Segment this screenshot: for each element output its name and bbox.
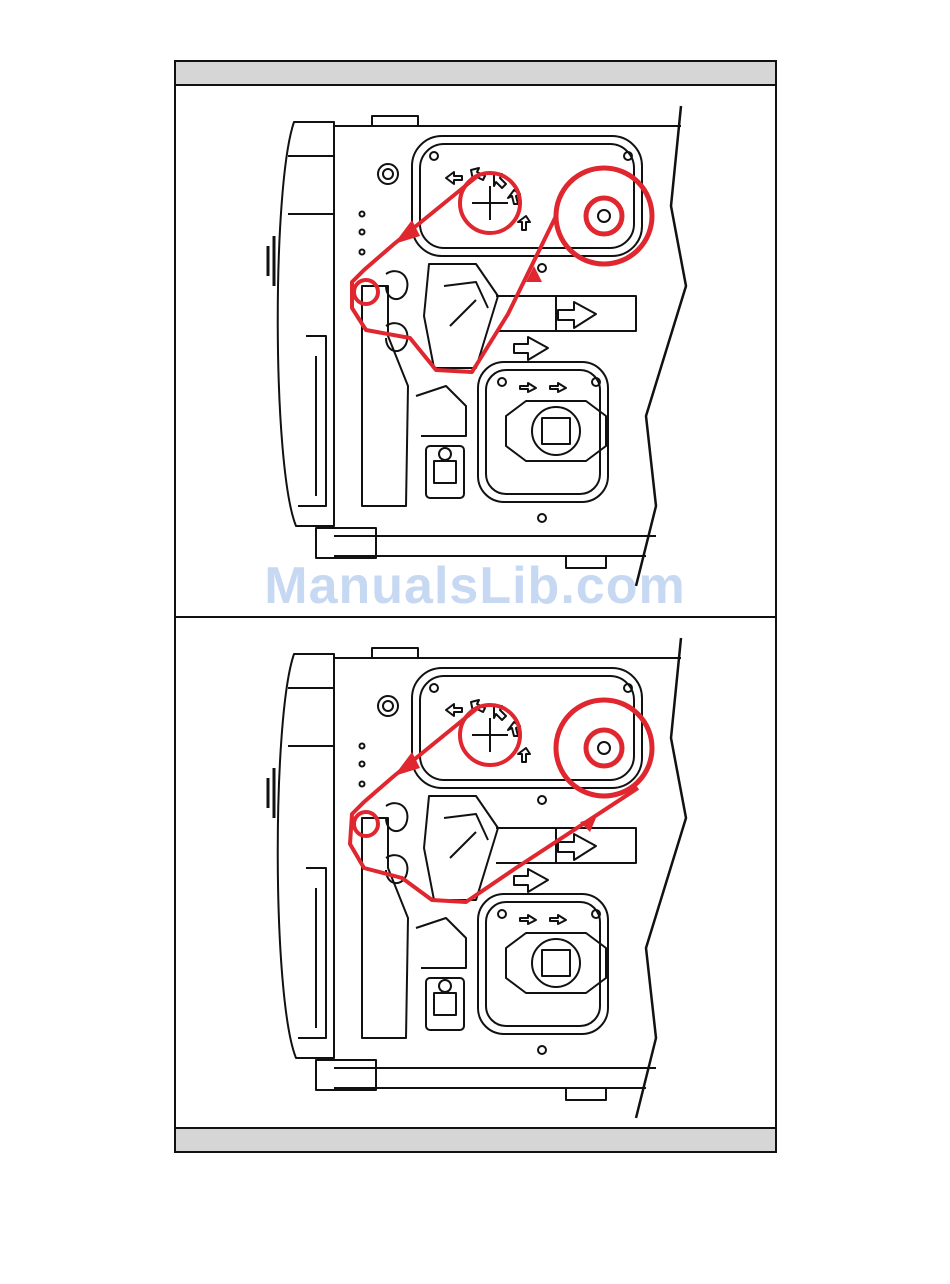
supply-spindle-highlight-bottom — [556, 700, 652, 796]
printer-ribbon-diagram-top — [176, 62, 775, 618]
diagram-panel-top — [174, 60, 777, 620]
caption-bar-bottom — [176, 1127, 775, 1151]
diagram-panel-bottom — [174, 616, 777, 1153]
ribbon-path-line — [352, 174, 556, 372]
printer-ribbon-diagram-bottom — [176, 618, 775, 1130]
supply-spindle-highlight — [556, 168, 652, 264]
